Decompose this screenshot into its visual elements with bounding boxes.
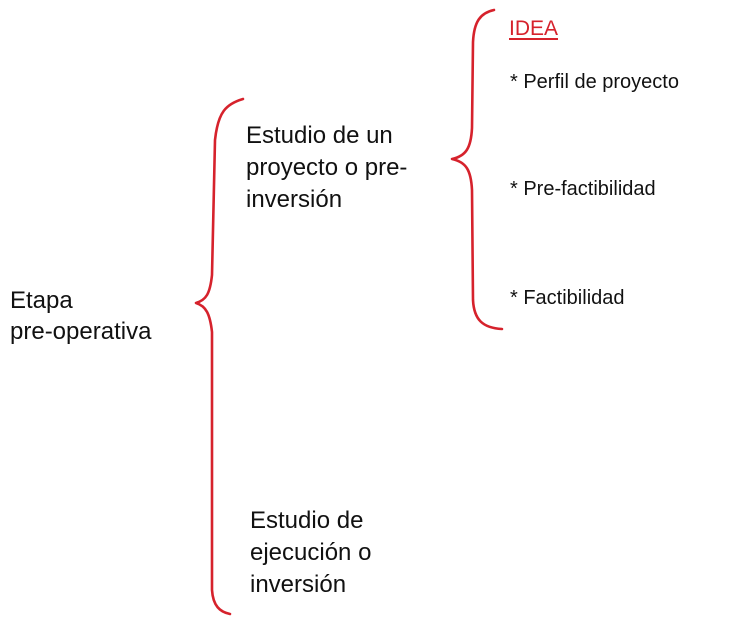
brace-idea	[450, 8, 504, 331]
phase-preinversion-label: Estudio de un proyecto o pre- inversión	[246, 120, 407, 216]
root-label-etapa-preoperativa: Etapa pre-operativa	[10, 285, 151, 347]
root-label-line: pre-operativa	[10, 318, 152, 345]
phase-label-line: inversión	[250, 571, 347, 598]
phase-label-line: ejecución o	[250, 539, 372, 566]
phase-label-line: proyecto o pre-	[246, 154, 408, 181]
idea-title: IDEA	[509, 17, 559, 40]
stage-pre-factibilidad: * Pre-factibilidad	[510, 178, 656, 200]
phase-inversion-label: Estudio de ejecución o inversión	[250, 505, 371, 601]
phase-label-line: Estudio de un	[246, 122, 393, 149]
stage-perfil-de-proyecto: * Perfil de proyecto	[510, 71, 679, 93]
phase-label-line: Estudio de	[250, 507, 364, 534]
phase-label-line: inversión	[246, 186, 343, 213]
root-label-line: Etapa	[10, 287, 73, 314]
brace-main	[194, 97, 245, 616]
stage-factibilidad: * Factibilidad	[510, 287, 625, 309]
